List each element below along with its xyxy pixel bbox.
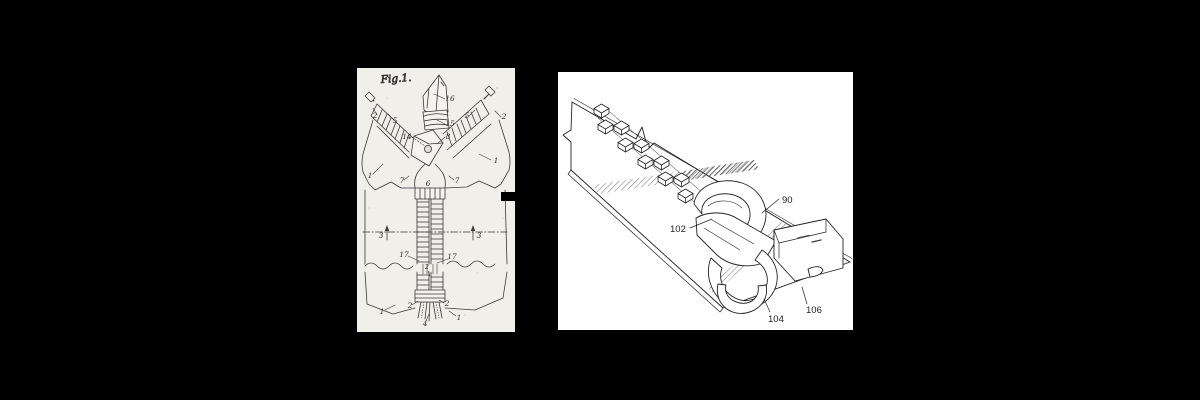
vintage-zipper-drawing: Fig.1. 2 5 16 15 14 8 5 2 1 1 7 7 6 3 3 … xyxy=(361,71,511,328)
right-arm-coil xyxy=(442,85,496,151)
part-label-2-middle: 2 xyxy=(424,263,429,271)
section-line xyxy=(362,225,508,241)
part-label-6-body: 6 xyxy=(426,179,431,188)
left-arm-coil xyxy=(364,91,414,153)
part-label-8-pin: 8 xyxy=(446,132,451,141)
ref-label-106-rear: 106 xyxy=(806,305,822,316)
part-label-3-right: 3 xyxy=(477,231,482,240)
modern-zipper-drawing: 90 102 104 106 xyxy=(562,98,853,325)
part-label-3-left: 3 xyxy=(379,231,384,240)
ref-label-102-body: 102 xyxy=(670,224,686,235)
bottom-tapes xyxy=(417,301,443,322)
part-label-17-right: 17 xyxy=(447,252,457,261)
part-label-2-bottom-left: 2 xyxy=(407,301,413,310)
fabric-outline xyxy=(361,119,511,315)
part-label-7-right: 7 xyxy=(455,176,460,185)
trunk xyxy=(414,163,446,200)
part-label-15-wrap: 15 xyxy=(445,119,455,128)
ref-label-90-pull-tab: 90 xyxy=(782,195,793,206)
figure-caption: Fig.1. xyxy=(379,72,411,86)
leader-lines xyxy=(372,93,502,322)
part-label-1-upper-left: 1 xyxy=(368,171,373,180)
neck-wrap xyxy=(422,109,450,131)
part-label-16-flap: 16 xyxy=(445,94,455,103)
part-label-1-bottom-left: 1 xyxy=(380,307,385,316)
part-label-5-left: 5 xyxy=(393,116,398,125)
part-label-2-top-left: 2 xyxy=(372,111,378,120)
part-label-5-right: 5 xyxy=(465,111,470,120)
bottom-stop xyxy=(414,271,446,303)
tear-line xyxy=(364,260,496,275)
vintage-zipper-patent-figure: Fig.1. 2 5 16 15 14 8 5 2 1 1 7 7 6 3 3 … xyxy=(357,68,515,332)
slider-bottom-strap xyxy=(716,283,768,314)
part-label-2-top-right: 2 xyxy=(501,112,507,121)
part-label-2-bottom-right: 2 xyxy=(444,299,450,308)
part-label-1-bottom-right: 1 xyxy=(457,313,462,322)
part-label-17-left: 17 xyxy=(399,250,409,259)
scan-noise xyxy=(368,87,504,316)
slider-head xyxy=(410,129,444,167)
ref-label-104-strap: 104 xyxy=(768,314,784,325)
part-label-7-left: 7 xyxy=(400,176,405,185)
part-label-1-upper-right: 1 xyxy=(494,156,499,165)
transform-arrow-icon xyxy=(501,183,572,210)
teeth-column xyxy=(416,198,444,265)
part-label-14-pivot: 14 xyxy=(402,132,412,141)
teeth-chain xyxy=(593,103,705,204)
hatch-stripe-1-dark xyxy=(681,160,759,181)
part-label-4-cord: 4 xyxy=(422,319,428,328)
leader-lines xyxy=(689,198,808,313)
modern-zipper-patent-figure: 90 102 104 106 xyxy=(558,72,853,330)
zipper-slider xyxy=(693,180,844,314)
